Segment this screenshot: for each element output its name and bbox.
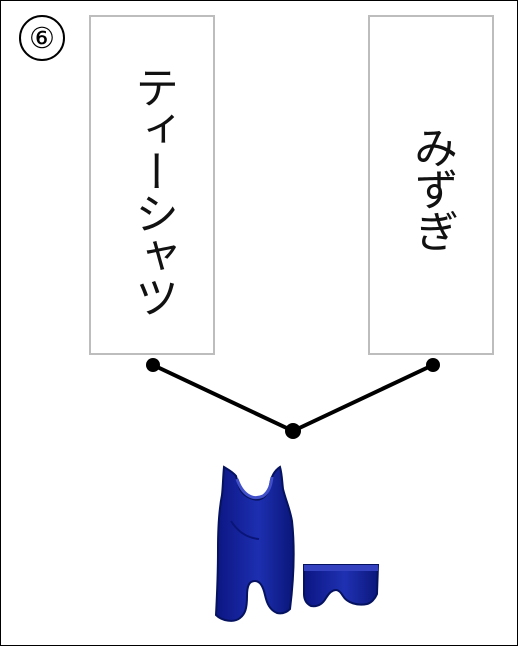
left-dot-icon: [146, 358, 160, 372]
right-dot-icon: [426, 358, 440, 372]
answer-box-tshirt[interactable]: ティーシャツ: [89, 15, 215, 355]
swimsuit-label: みずぎ: [406, 125, 457, 251]
center-dot-icon: [285, 423, 301, 439]
tshirt-label: ティーシャツ: [127, 65, 178, 317]
question-number-badge: ⑥: [19, 15, 65, 61]
answer-box-swimsuit[interactable]: みずぎ: [368, 15, 494, 355]
